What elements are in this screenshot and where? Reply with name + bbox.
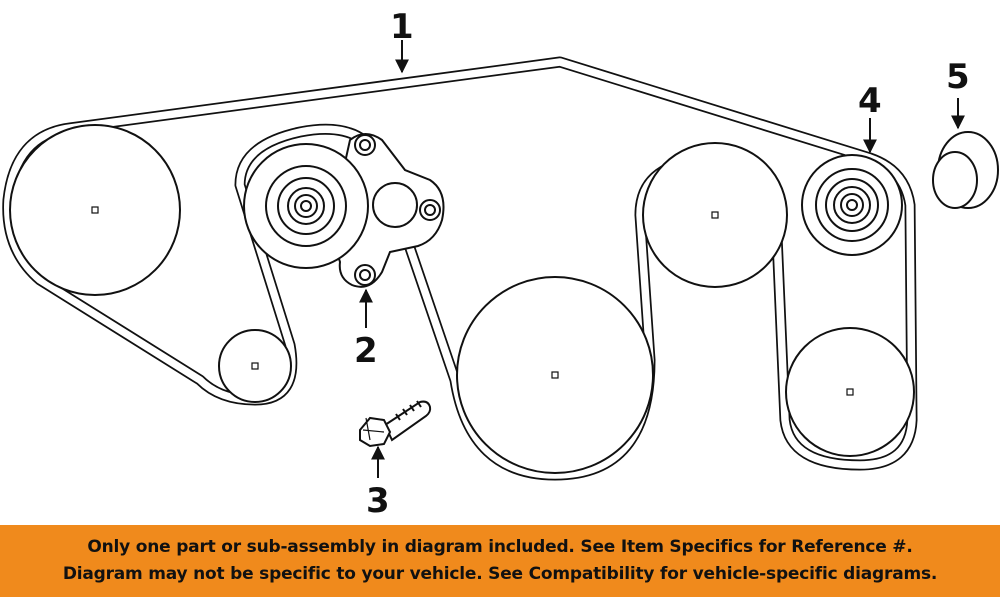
callout-4-label: 4 <box>858 81 882 121</box>
callout-5-label: 5 <box>946 57 970 97</box>
upper-right-pulley <box>642 142 788 288</box>
disclaimer-line-1: Only one part or sub-assembly in diagram… <box>87 537 913 557</box>
pulley-dust-cap <box>932 131 999 209</box>
disclaimer-line-2: Diagram may not be specific to your vehi… <box>62 564 938 584</box>
tensioner-bolt <box>359 400 432 448</box>
small-idler-pulley <box>218 329 292 403</box>
callout-3-label: 3 <box>366 481 390 521</box>
center-lower-pulley <box>456 276 654 474</box>
callout-leaders <box>359 40 965 478</box>
lower-right-pulley <box>785 327 915 457</box>
idler-pulley <box>801 154 903 256</box>
belt-tensioner <box>243 133 445 288</box>
belt-routing-diagram: 1 2 3 4 5 <box>2 7 999 521</box>
callout-2-label: 2 <box>354 331 378 371</box>
crank-pulley-left <box>9 124 181 296</box>
disclaimer-banner: Only one part or sub-assembly in diagram… <box>0 525 1000 597</box>
serpentine-belt <box>2 56 918 481</box>
callout-1-label: 1 <box>390 7 414 47</box>
